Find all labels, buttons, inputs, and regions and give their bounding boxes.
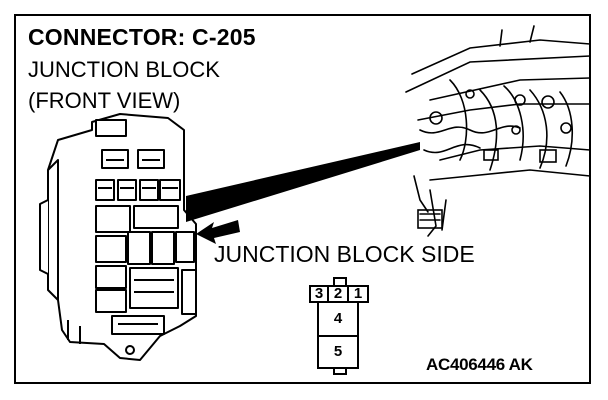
- figure-code: AC406446 AK: [426, 355, 533, 374]
- junction-block-illustration: [39, 113, 197, 361]
- connector-arrow: [196, 220, 240, 244]
- pin-label: 1: [353, 285, 363, 302]
- location-beam: [186, 142, 420, 222]
- view-label: (FRONT VIEW): [28, 88, 181, 113]
- connector-face: [309, 277, 369, 375]
- pin-label: 5: [333, 343, 343, 360]
- connector-side-label: JUNCTION BLOCK SIDE: [214, 241, 475, 267]
- vehicle-location-illustration: [405, 25, 591, 237]
- component-name: JUNCTION BLOCK: [28, 57, 220, 82]
- pin-label: 3: [314, 285, 324, 302]
- pin-label: 2: [333, 285, 343, 302]
- connector-title: CONNECTOR: C-205: [28, 24, 256, 50]
- pin-label: 4: [333, 310, 343, 327]
